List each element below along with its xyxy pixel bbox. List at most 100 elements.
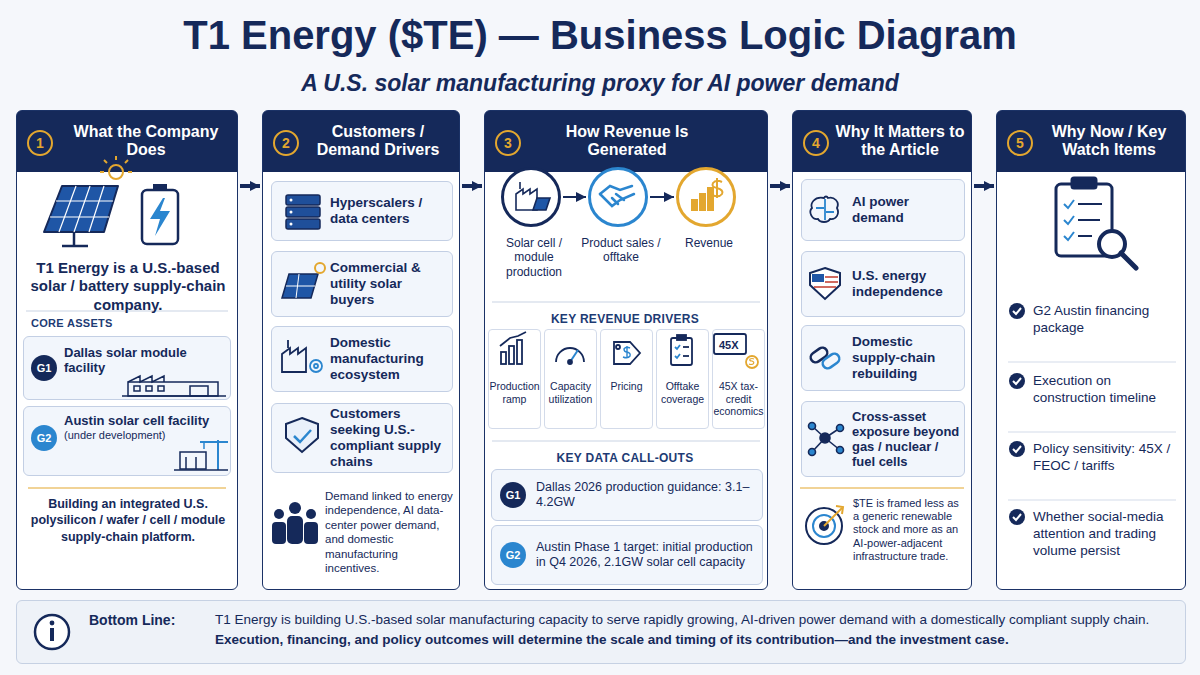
- clipboard-icon-part-part: [1078, 219, 1100, 221]
- driver-icons-part: [509, 346, 514, 364]
- flag-shield-icon-part: [812, 274, 824, 282]
- box-label: Domestic manufacturing ecosystem: [330, 335, 450, 383]
- text-slot: Austin solar cell facility: [64, 413, 228, 428]
- people-icon: [272, 502, 318, 544]
- column-panel: 1What the Company DoesT1 Energy is a U.S…: [16, 110, 238, 590]
- clipboard-icon-part-part: [1064, 216, 1074, 224]
- note-text: Building an integrated U.S. polysilicon …: [27, 496, 229, 545]
- text-slot: Demand linked to energy independence, AI…: [325, 489, 455, 575]
- chain-icon: [809, 346, 841, 371]
- box-label: Customers seeking U.S.-compliant supply …: [330, 406, 450, 470]
- construction-icon-part: [203, 442, 205, 449]
- driver-label: Offtake coverage: [657, 380, 708, 405]
- network-icon-part: [809, 449, 816, 456]
- driver-icons-part: [675, 354, 680, 358]
- shield-icon: [286, 418, 318, 452]
- factory-gear-icon: [282, 340, 322, 372]
- driver-icons-part: [517, 340, 522, 364]
- check-mark: [1009, 303, 1025, 525]
- solar-battery-icon-part-part: [104, 160, 107, 163]
- solar-battery-icon-part: [73, 232, 76, 246]
- text-slot: Customers / Demand Drivers: [303, 123, 453, 160]
- revenue-icon: [692, 178, 722, 210]
- text-slot: KEY REVENUE DRIVERS: [485, 312, 765, 326]
- solar-battery-icon-part: [109, 165, 123, 179]
- production-icon-part: [533, 198, 550, 210]
- server-icon: [286, 195, 320, 229]
- divider-line: [26, 302, 1176, 500]
- callout-box: G1Dallas 2026 production guidance: 3.1–4…: [491, 469, 763, 521]
- text-slot: Revenue: [667, 236, 751, 250]
- factory-icon-part: [190, 386, 208, 396]
- handshake-icon-part: [600, 194, 634, 206]
- revenue-icon-part: [692, 200, 697, 210]
- solar-battery-icon-part-part: [125, 160, 128, 163]
- production-icon-part: [519, 182, 521, 189]
- clipboard-icon-part: [1064, 200, 1102, 240]
- step-label: Product sales / offtake: [579, 236, 663, 265]
- section-label: KEY REVENUE DRIVERS: [485, 312, 765, 326]
- revenue-icon-part: [712, 178, 722, 198]
- divider-line-part: [1008, 431, 1176, 432]
- solar-battery-icon-part-part: [100, 171, 104, 173]
- text-slot: Why Now / Key Watch Items: [1037, 123, 1181, 160]
- divider-line-part: [28, 487, 226, 488]
- driver-icons-part: [746, 356, 758, 368]
- text-slot: CORE ASSETS: [31, 317, 231, 329]
- text-slot: (under development): [64, 429, 228, 441]
- text-slot: 1: [27, 130, 53, 156]
- asset-box: G2Austin solar cell facility(under devel…: [23, 406, 231, 476]
- step-number: 1: [27, 130, 53, 156]
- driver-tile: Production ramp: [488, 329, 541, 429]
- factory-icon-part: [128, 376, 164, 382]
- step-arrow: [650, 196, 674, 198]
- construction-icon-part: [174, 469, 228, 471]
- driver-icons-part: [623, 346, 630, 358]
- construction-icon-part: [180, 452, 206, 469]
- callout-text: Dallas 2026 production guidance: 3.1–4.2…: [536, 480, 756, 511]
- driver-tile: Pricing: [600, 329, 653, 429]
- people-icon-part: [274, 509, 284, 519]
- brain-icon-part: [810, 197, 838, 223]
- info-icon-part: [50, 621, 55, 626]
- solar-battery-icon-part-part: [74, 186, 90, 232]
- flag-shield-icon-part-part: [825, 276, 838, 278]
- text-slot: Solar cell / module production: [492, 236, 576, 279]
- text-slot: G1: [31, 355, 57, 381]
- server-icon-part-part: [290, 211, 293, 214]
- text-slot: 5: [1007, 130, 1033, 156]
- text-slot: 3: [495, 130, 521, 156]
- clipboard-icon-part-part: [1064, 232, 1074, 240]
- text-slot: Hyperscalers / data centers: [330, 195, 450, 227]
- info-icon-part: [50, 628, 54, 641]
- text-slot: 45X: [719, 339, 753, 351]
- driver-icons-part: [614, 342, 640, 364]
- text-slot: G2: [500, 542, 526, 568]
- server-icon-part: [286, 207, 320, 217]
- subtitle: A U.S. solar manufacturing proxy for AI …: [0, 70, 1200, 97]
- box-label: Dallas solar module facility: [64, 345, 228, 376]
- text-slot: KEY DATA CALL-OUTS: [485, 451, 765, 465]
- text-slot: Dallas solar module facility: [64, 345, 228, 376]
- divider-line-part: [800, 487, 964, 488]
- text-slot: Commercial & utility solar buyers: [330, 260, 450, 308]
- text-slot: AI power demand: [852, 194, 960, 226]
- text-slot: Pricing: [601, 380, 652, 393]
- section-label: CORE ASSETS: [31, 317, 231, 329]
- note-text: Demand linked to energy independence, AI…: [325, 489, 455, 575]
- driver-icons-part: [683, 355, 689, 357]
- solar-icon-part: [282, 274, 318, 298]
- bottom-line-band: Bottom Line:T1 Energy is building U.S.-b…: [16, 600, 1186, 664]
- network-icon-part: [837, 425, 844, 432]
- asset-badge: G2: [500, 542, 526, 568]
- solar-battery-icon-part-part: [59, 186, 76, 232]
- server-icon-part: [286, 219, 320, 229]
- driver-icons: [500, 332, 758, 368]
- solar-battery-icon-part: [44, 186, 118, 232]
- factory-icon-part: [122, 395, 226, 397]
- driver-label: Pricing: [601, 380, 652, 393]
- construction-icon-part: [185, 457, 187, 469]
- solar-icon-part: [286, 286, 315, 287]
- check-mark-part-part: [1013, 308, 1021, 314]
- watch-item: Execution on construction timeline: [1033, 373, 1179, 407]
